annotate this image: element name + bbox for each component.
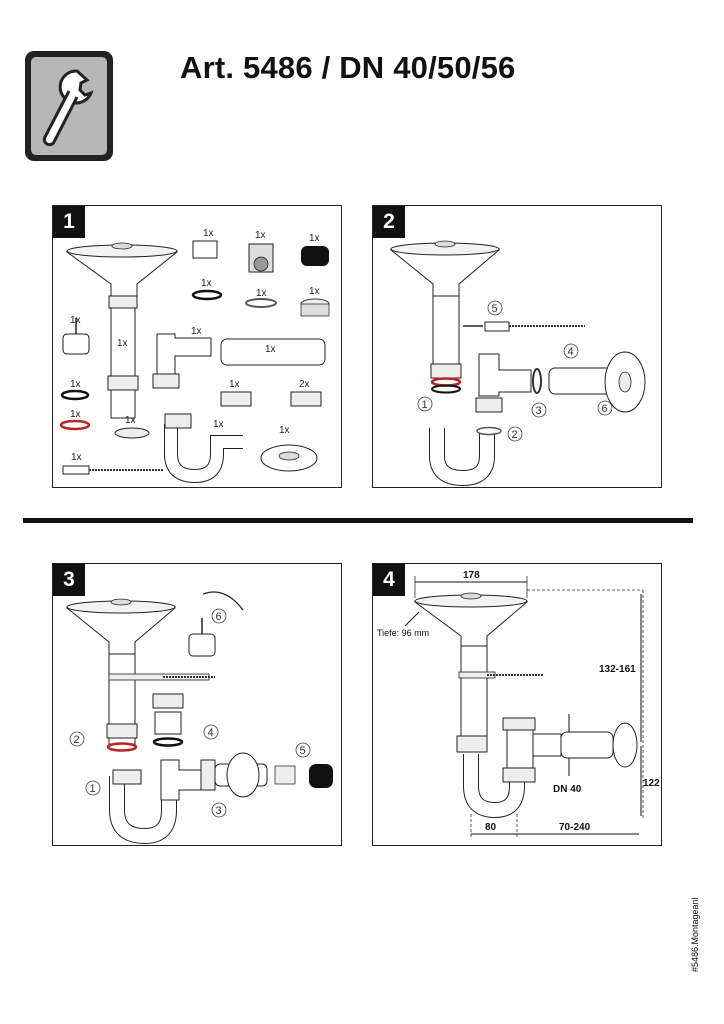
wrench-icon: [31, 57, 107, 155]
section-divider: [23, 518, 693, 523]
dimension-label: DN 40: [553, 784, 582, 795]
panel-number: 3: [53, 564, 85, 596]
qty-label: 1x: [229, 379, 240, 390]
panel-3: 3 1 2 3 4 5 6: [52, 563, 342, 846]
cap-part: [62, 318, 90, 355]
qty-label: 1x: [201, 278, 212, 289]
dimensions-diagram: 178 Tiefe: 96 mm 132-161 122 DN 40 80 70…: [377, 570, 660, 838]
assembly-step-diagram: 1 2 3 4 5 6: [389, 240, 646, 487]
step-number: 1: [422, 399, 428, 411]
qty-label: 1x: [191, 326, 202, 337]
parts-overview-diagram: 1x 1x 1x 1x 1x 1x 1x 1x 1x 1x 1x 1x 1x 1…: [59, 228, 330, 484]
tool-badge: [25, 51, 113, 161]
qty-label: 1x: [256, 288, 267, 299]
page-title: Art. 5486 / DN 40/50/56: [180, 50, 516, 85]
step-number: 5: [300, 745, 306, 757]
qty-label: 2x: [299, 379, 310, 390]
panel-2: 2 1 2 3 4 5 6: [372, 205, 662, 488]
assembly-step-diagram: 1 2 3 4 5 6: [65, 591, 333, 845]
step-number: 2: [74, 734, 80, 746]
panel-number: 2: [373, 206, 405, 238]
panel-4: 4 178 Tiefe: 96 mm 132-161 122: [372, 563, 662, 846]
qty-label: 1x: [70, 379, 81, 390]
step-number: 6: [602, 403, 608, 415]
panel-1: 1: [52, 205, 342, 488]
document-code: #5486.Montageanl: [690, 897, 700, 972]
dimension-label: Tiefe: 96 mm: [377, 628, 429, 638]
qty-label: 1x: [309, 233, 320, 244]
qty-label: 1x: [71, 452, 82, 463]
qty-label: 1x: [213, 419, 224, 430]
qty-label: 1x: [265, 344, 276, 355]
step-number: 3: [216, 805, 222, 817]
step-number: 4: [208, 727, 214, 739]
qty-label: 1x: [255, 230, 266, 241]
step-number: 4: [568, 346, 574, 358]
panel-number: 1: [53, 206, 85, 238]
qty-label: 1x: [70, 315, 81, 326]
dimension-label: 178: [463, 570, 480, 581]
dimension-label: 132-161: [599, 664, 636, 675]
qty-label: 1x: [70, 409, 81, 420]
step-number: 6: [216, 611, 222, 623]
step-number: 5: [492, 303, 498, 315]
qty-label: 1x: [117, 338, 128, 349]
qty-label: 1x: [125, 415, 136, 426]
qty-label: 1x: [279, 425, 290, 436]
dimension-label: 122: [643, 778, 660, 789]
dimension-label: 80: [485, 822, 497, 833]
step-number: 1: [90, 783, 96, 795]
dimension-label: 70-240: [559, 822, 591, 833]
step-number: 2: [512, 429, 518, 441]
qty-label: 1x: [309, 286, 320, 297]
qty-label: 1x: [203, 228, 214, 239]
step-number: 3: [536, 405, 542, 417]
panel-number: 4: [373, 564, 405, 596]
